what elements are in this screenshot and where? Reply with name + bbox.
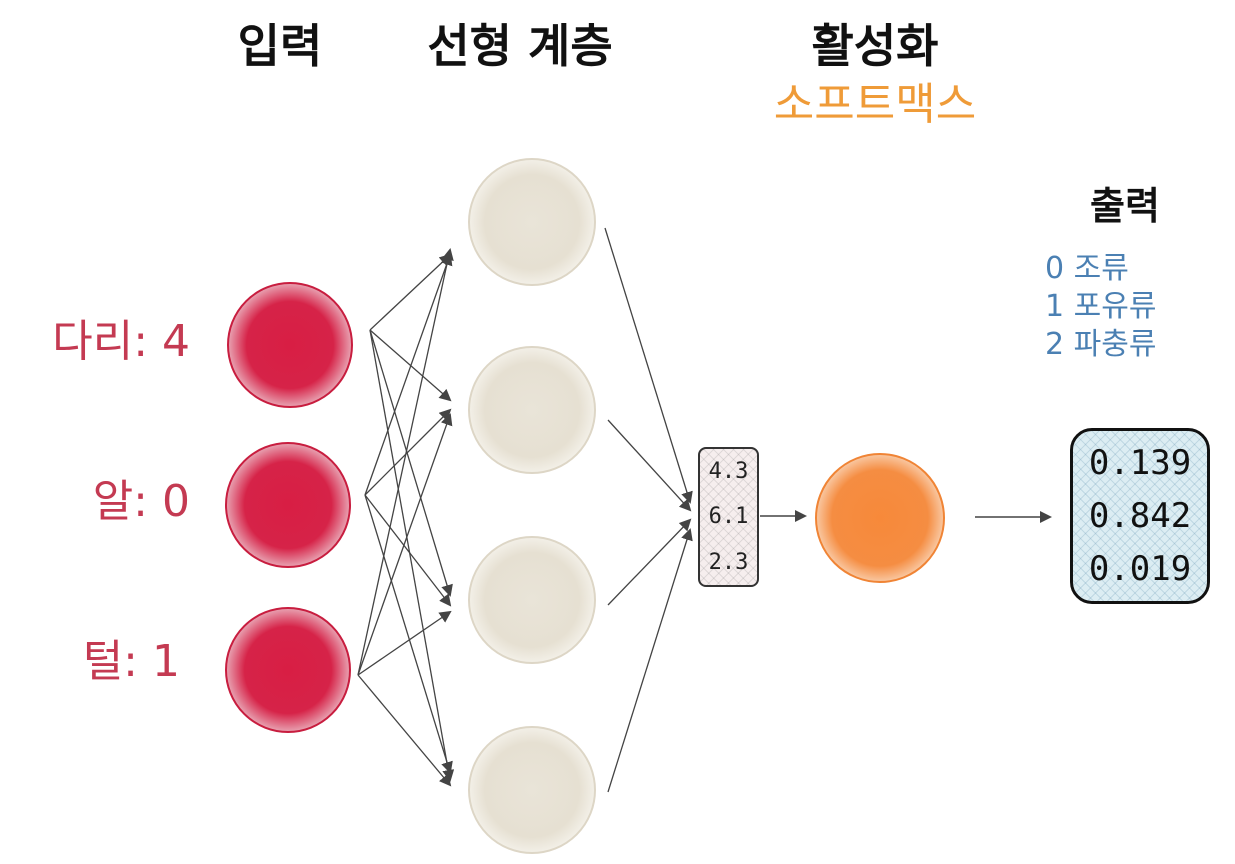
logit-value: 4.3	[708, 459, 749, 485]
output-heading: 출력	[1090, 184, 1160, 228]
linear-layer-heading: 선형 계층	[427, 19, 613, 73]
hidden-to-logits-connections	[604, 227, 693, 793]
logit-value: 6.1	[708, 504, 749, 530]
input-node-legs	[227, 282, 353, 408]
input-label-eggs: 알: 0	[92, 476, 190, 527]
input-node-fur	[225, 607, 351, 733]
softmax-node	[815, 453, 945, 583]
logit-value: 2.3	[708, 549, 749, 575]
hidden-node-3	[468, 536, 596, 664]
input-label-legs: 다리: 4	[52, 316, 190, 367]
logits-box: 4.3 6.1 2.3	[698, 447, 759, 587]
input-to-hidden-connections	[357, 248, 455, 787]
input-node-eggs	[225, 442, 351, 568]
probability-value: 0.139	[1088, 443, 1192, 484]
probabilities-box: 0.139 0.842 0.019	[1070, 428, 1210, 604]
probability-value: 0.842	[1088, 495, 1192, 536]
probability-value: 0.019	[1088, 548, 1192, 589]
input-nodes	[225, 282, 353, 733]
class-legend: 0 조류 1 포유류 2 파충류	[1045, 250, 1230, 364]
hidden-node-2	[468, 346, 596, 474]
class-item-bird: 0 조류	[1045, 251, 1129, 286]
hidden-node-4	[468, 726, 596, 854]
input-label-fur: 털: 1	[82, 636, 180, 687]
input-heading: 입력	[237, 19, 323, 73]
softmax-heading: 소프트맥스	[773, 79, 977, 130]
activation-heading: 활성화	[811, 19, 939, 73]
class-item-reptile: 2 파충류	[1045, 327, 1157, 362]
hidden-node-1	[468, 158, 596, 286]
linear-layer-nodes	[468, 158, 596, 854]
class-item-mammal: 1 포유류	[1045, 289, 1157, 324]
